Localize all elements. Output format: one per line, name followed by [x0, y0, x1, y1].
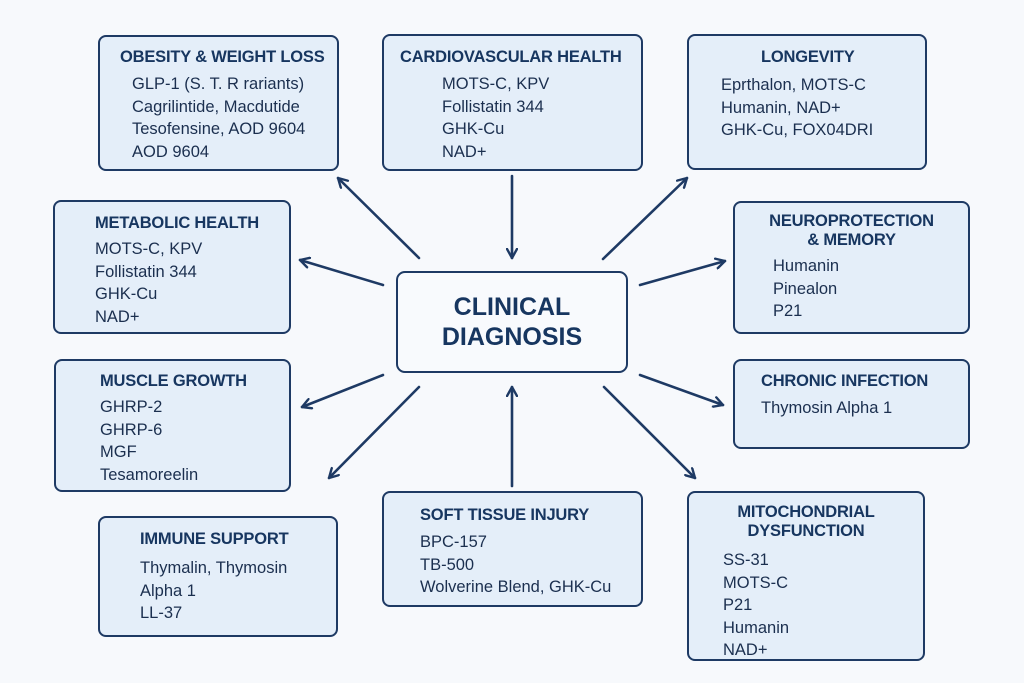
arrow-immune [327, 385, 421, 480]
peptide-item: Humanin [723, 618, 790, 637]
peptide-item: NAD+ [723, 641, 768, 659]
category-title: LONGEVITY [761, 48, 855, 66]
category-title: METABOLIC HEALTH [95, 214, 259, 232]
peptide-list: Thymalin, Thymosin Alpha 1 LL-37 [140, 557, 326, 625]
peptide-item: Pinealon [773, 279, 838, 298]
category-box-muscle: MUSCLE GROWTH GHRP-2 GHRP-6 MGF Tesamore… [54, 359, 291, 492]
peptide-list: GLP-1 (S. T. R rariants) Cagrilintide, M… [120, 73, 327, 163]
peptide-item: TB-500 [420, 555, 475, 574]
center-title-line: CLINICAL [453, 293, 571, 321]
category-box-metabolic: METABOLIC HEALTH MOTS-C, KPV Follistatin… [53, 200, 291, 334]
category-box-neuroprotection: NEUROPROTECTION & MEMORY Humanin Pinealo… [733, 201, 970, 334]
arrow-neuroprotection [638, 261, 727, 287]
peptide-item: Wolverine Blend, GHK-Cu [420, 578, 612, 596]
peptide-item: AOD 9604 [132, 142, 210, 161]
peptide-item: Thymosin Alpha 1 [761, 399, 893, 417]
peptide-item: GHRP-2 [100, 398, 163, 416]
category-title: CARDIOVASCULAR HEALTH [400, 48, 622, 66]
peptide-item: Tesofensine, AOD 9604 [132, 120, 306, 138]
category-box-immune: IMMUNE SUPPORT Thymalin, Thymosin Alpha … [98, 516, 338, 637]
arrow-muscle [300, 373, 385, 407]
category-box-obesity: OBESITY & WEIGHT LOSS GLP-1 (S. T. R rar… [98, 35, 339, 171]
arrow-longevity [601, 176, 689, 261]
peptide-item: NAD+ [95, 307, 140, 326]
peptide-list: SS-31 MOTS-C P21 Humanin NAD+ [723, 549, 913, 662]
peptide-list: Humanin Pinealon P21 [773, 255, 958, 323]
arrow-metabolic [298, 260, 385, 287]
category-title-line: MITOCHONDRIAL [737, 503, 875, 521]
category-title-line: & MEMORY [807, 231, 896, 249]
peptide-item: SS-31 [723, 551, 769, 569]
peptide-list: MOTS-C, KPV Follistatin 344 GHK-Cu NAD+ [400, 73, 631, 163]
category-title-line: NEUROPROTECTION [769, 212, 934, 230]
peptide-item: Eprthalon, MOTS-C [721, 76, 866, 94]
category-title: OBESITY & WEIGHT LOSS [120, 48, 325, 66]
peptide-item: GHK-Cu [95, 285, 158, 303]
category-title: MUSCLE GROWTH [100, 372, 247, 390]
peptide-item: GHK-Cu, FOX04DRI [721, 121, 874, 139]
peptide-item: MOTS-C, KPV [442, 75, 550, 93]
peptide-item: BPC-157 [420, 533, 487, 551]
arrow-infection [638, 373, 725, 405]
category-title: CHRONIC INFECTION [761, 372, 929, 390]
category-title: MITOCHONDRIAL DYSFUNCTION [699, 503, 913, 541]
peptide-item: Follistatin 344 [442, 97, 544, 116]
peptide-list: GHRP-2 GHRP-6 MGF Tesamoreelin [100, 396, 279, 486]
category-box-infection: CHRONIC INFECTION Thymosin Alpha 1 [733, 359, 970, 449]
category-title-line: DYSFUNCTION [747, 522, 865, 540]
peptide-item: P21 [773, 302, 803, 320]
peptide-item: P21 [723, 596, 753, 614]
peptide-list: MOTS-C, KPV Follistatin 344 GHK-Cu NAD+ [95, 238, 279, 328]
peptide-item: Alpha 1 [140, 581, 196, 600]
peptide-item: GHRP-6 [100, 420, 163, 439]
category-box-cardiovascular: CARDIOVASCULAR HEALTH MOTS-C, KPV Follis… [382, 34, 643, 171]
peptide-list: BPC-157 TB-500 Wolverine Blend, GHK-Cu [420, 531, 631, 599]
peptide-item: Follistatin 344 [95, 262, 197, 281]
peptide-list: Eprthalon, MOTS-C Humanin, NAD+ GHK-Cu, … [721, 74, 915, 142]
peptide-item: MOTS-C [723, 573, 789, 592]
category-title: SOFT TISSUE INJURY [420, 506, 590, 524]
peptide-item: GHK-Cu [442, 120, 505, 138]
arrow-mitochondrial [602, 385, 697, 480]
peptide-item: Thymalin, Thymosin [140, 559, 288, 577]
category-box-soft-tissue: SOFT TISSUE INJURY BPC-157 TB-500 Wolver… [382, 491, 643, 607]
peptide-item: GLP-1 (S. T. R rariants) [132, 75, 305, 93]
peptide-list: Thymosin Alpha 1 [761, 397, 958, 420]
category-title: IMMUNE SUPPORT [140, 530, 289, 548]
category-title: NEUROPROTECTION & MEMORY [745, 212, 958, 250]
center-title-line: DIAGNOSIS [441, 323, 583, 351]
clinical-diagnosis-node: CLINICAL DIAGNOSIS [396, 271, 628, 373]
category-box-mitochondrial: MITOCHONDRIAL DYSFUNCTION SS-31 MOTS-C P… [687, 491, 925, 661]
peptide-item: Humanin [773, 257, 840, 275]
peptide-item: MGF [100, 443, 137, 461]
peptide-item: NAD+ [442, 142, 487, 161]
peptide-item: Cagrilintide, Macdutide [132, 97, 300, 116]
category-box-longevity: LONGEVITY Eprthalon, MOTS-C Humanin, NAD… [687, 34, 927, 170]
peptide-item: Humanin, NAD+ [721, 98, 841, 117]
peptide-item: LL-37 [140, 604, 183, 622]
peptide-item: MOTS-C, KPV [95, 240, 203, 258]
arrow-obesity [336, 176, 421, 260]
peptide-item: Tesamoreelin [100, 465, 199, 484]
